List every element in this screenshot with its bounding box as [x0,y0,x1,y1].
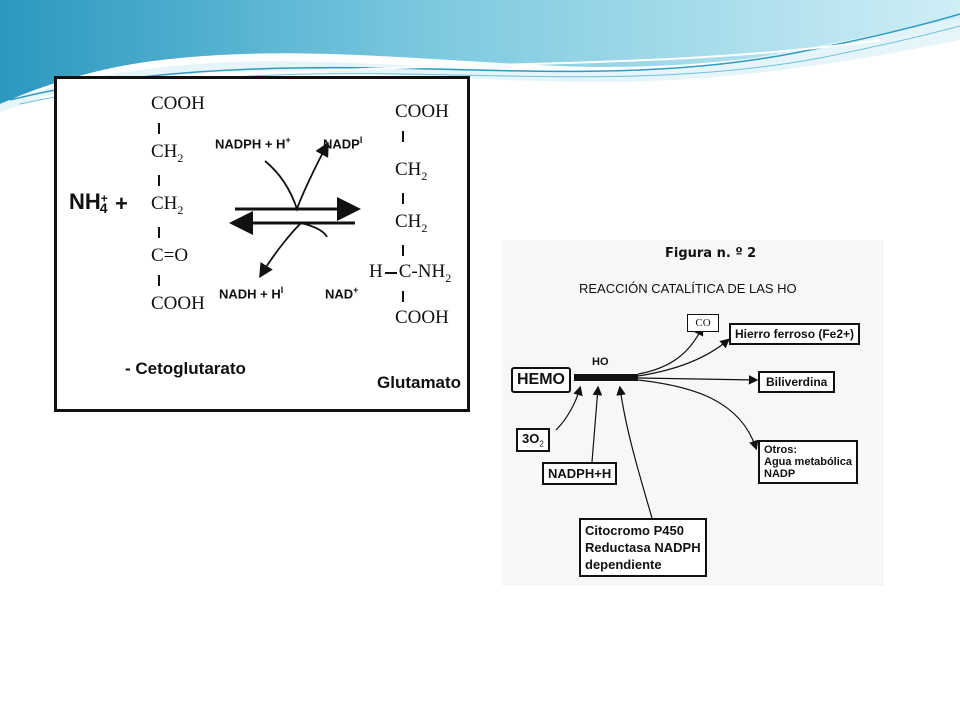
biliverdin-box: Biliverdina [758,371,836,393]
cofactor-nadh-h: NADH + HI [219,285,284,302]
heme-box: HEMO [511,367,571,393]
substrate-name: - Cetoglutarato [125,359,246,378]
top-cofactor-arc [264,141,329,212]
reaction-arrows [229,141,361,279]
product-group-2: CH2 [395,159,428,183]
bond-line [158,275,160,286]
others-line-2: Agua metabólica [764,456,853,468]
cofactor-nadp: NADPI [323,135,363,152]
nadph-box: NADPH+H [542,462,618,485]
others-line-1: Otros: [764,444,797,456]
substrate-group-3: CH2 [151,193,184,217]
bottom-cofactor-arc [259,222,328,279]
plus-sign: + [115,191,128,216]
product-group-3: CH2 [395,211,428,235]
arrow-from-nadph [591,385,603,463]
bond-line [402,291,404,302]
figure-title: Figura n. º 2 [665,246,757,261]
bond-line [158,175,160,186]
heme-oxygenase-figure: Figura n. º 2 REACCIÓN CATALÍTICA DE LAS… [502,240,884,586]
ho-enzyme-bar [574,374,638,381]
product-name: Glutamato [377,373,462,392]
oxygen-box: 3O2 [516,428,550,452]
cofactor-nadph-h: NADPH + H+ [215,135,291,152]
cytochrome-line-3: dependiente [585,557,662,572]
arrow-to-co [637,325,704,375]
cofactor-nad: NAD+ [325,285,359,302]
substrate-group-5: COOH [151,293,205,314]
product-group-1: COOH [395,101,449,122]
iron-box: Hierro ferroso (Fe2+) [729,323,861,345]
ho-label: HO [592,356,609,368]
substrate-group-4: C=O [151,245,189,266]
bond-line [402,131,404,142]
arrow-to-biliverdin [637,375,759,385]
bond-line [158,123,160,134]
bond-line [158,227,160,238]
cytochrome-line-1: Citocromo P450 [585,523,684,538]
cytochrome-line-2: Reductasa NADPH [585,540,701,555]
others-box: Otros: Agua metabólica NADP [758,440,859,484]
ammonium-ion: NH+4 [69,189,108,217]
bond-line [402,245,404,256]
cytochrome-box: Citocromo P450 Reductasa NADPH dependien… [579,518,707,577]
arrow-from-cytochrome [616,385,653,519]
arrow-from-oxygen [555,385,583,431]
glutamate-synthesis-figure: NH+4 + COOH CH2 CH2 C=O COOH NADPH + H+ … [54,76,470,412]
substrate-group-2: CH2 [151,141,184,165]
ho-reaction-arrows [555,325,759,519]
substrate-group-1: COOH [151,93,205,114]
bond-line [402,193,404,204]
product-group-5: COOH [395,307,449,328]
arrow-to-others [637,379,759,451]
arrow-to-iron [637,338,730,377]
others-line-3: NADP [764,468,796,480]
co-box: CO [687,314,719,332]
figure-subtitle: REACCIÓN CATALÍTICA DE LAS HO [579,281,797,296]
